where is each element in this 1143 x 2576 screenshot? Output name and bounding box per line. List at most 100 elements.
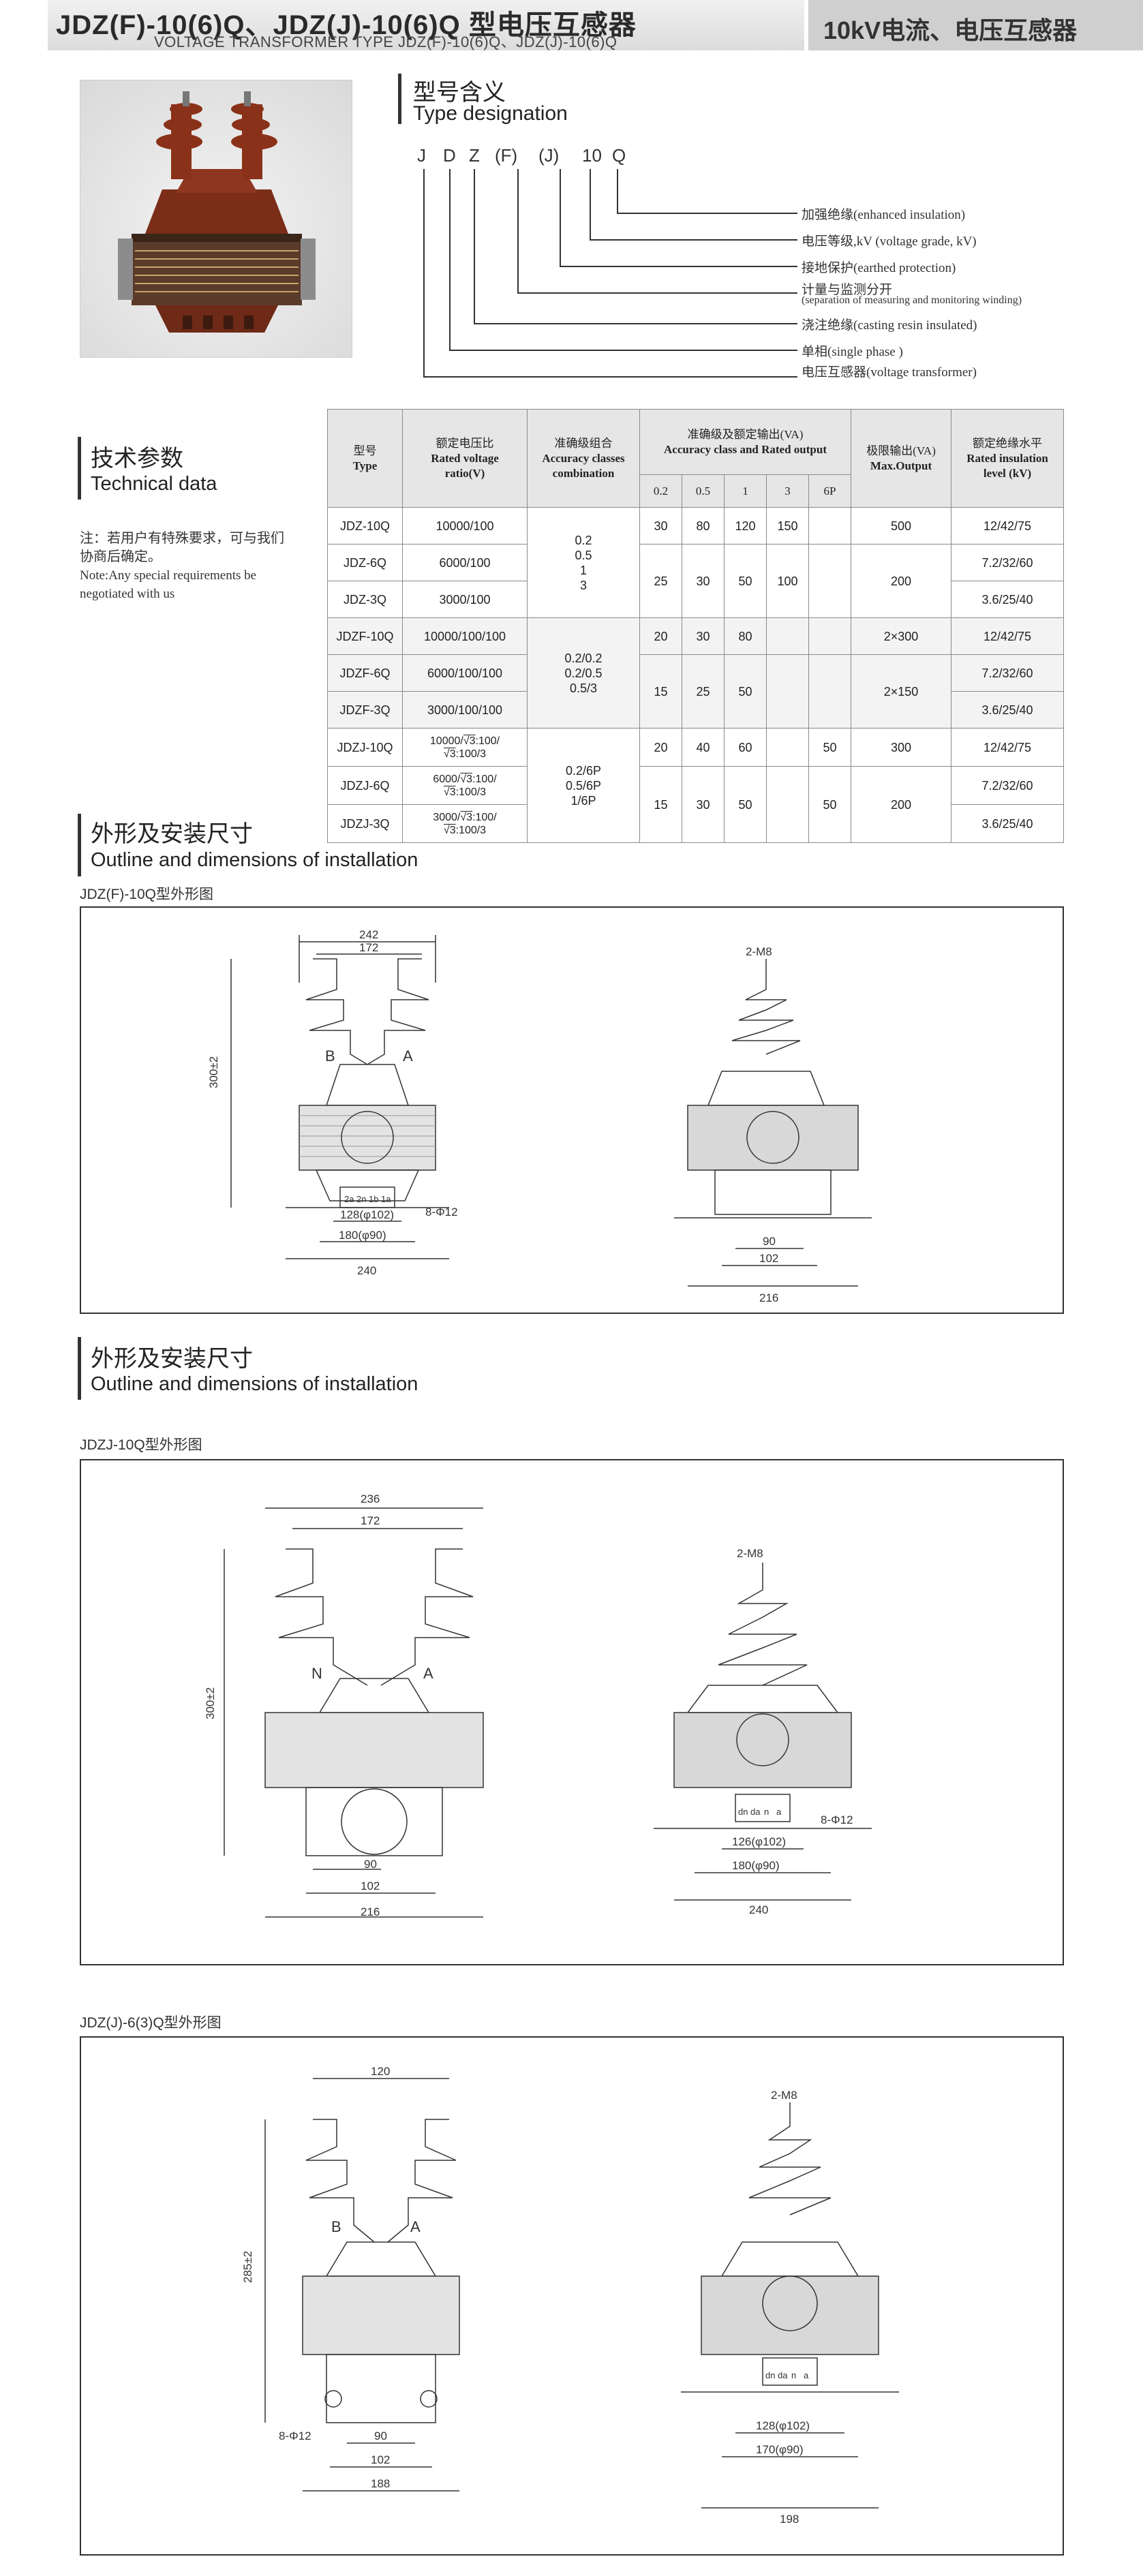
code-z: Z bbox=[469, 145, 480, 166]
svg-text:n: n bbox=[791, 2370, 796, 2380]
figure-caption-2: JDZJ-10Q型外形图 bbox=[80, 1437, 202, 1453]
svg-text:216: 216 bbox=[361, 1905, 380, 1918]
svg-text:188: 188 bbox=[371, 2477, 390, 2490]
svg-text:236: 236 bbox=[361, 1492, 380, 1505]
table-row: JDZF-3Q 3000/100/100 3.6/25/40 bbox=[327, 691, 1065, 729]
svg-text:1a: 1a bbox=[381, 1194, 391, 1204]
svg-text:300±2: 300±2 bbox=[204, 1687, 217, 1719]
svg-text:285±2: 285±2 bbox=[241, 2251, 254, 2283]
page-subtitle: VOLTAGE TRANSFORMER TYPE JDZ(F)-10(6)Q、J… bbox=[154, 33, 618, 50]
svg-text:102: 102 bbox=[371, 2453, 390, 2466]
meaning-enhanced-insulation: 加强绝缘(enhanced insulation) bbox=[802, 208, 966, 222]
meaning-single-phase: 单相(single phase ) bbox=[802, 345, 903, 359]
dim-242: 242 bbox=[359, 928, 378, 941]
drawing-frame-jdz6: 120 285±2 B A 8-Φ12 90 102 188 2-M8 dn d… bbox=[80, 2036, 1064, 2556]
outline-heading: 外形及安装尺寸 bbox=[91, 821, 253, 847]
code-q: Q bbox=[612, 145, 626, 166]
dim-240: 240 bbox=[357, 1264, 376, 1277]
section-marker bbox=[78, 1337, 81, 1400]
outline-subheading: Outline and dimensions of installation bbox=[91, 849, 418, 871]
meaning-separation: 计量与监测分开 bbox=[802, 283, 893, 297]
outline-subheading-2: Outline and dimensions of installation bbox=[91, 1373, 418, 1395]
dim-216: 216 bbox=[759, 1291, 778, 1304]
code-jj: (J) bbox=[538, 145, 560, 166]
label-b: B bbox=[325, 1047, 335, 1064]
svg-text:2-M8: 2-M8 bbox=[737, 1547, 763, 1560]
meaning-casting-resin: 浇注绝缘(casting resin insulated) bbox=[802, 318, 977, 333]
technical-heading: 技术参数 bbox=[91, 446, 183, 472]
dim-height: 300±2 bbox=[207, 1056, 220, 1088]
svg-text:n: n bbox=[764, 1807, 769, 1817]
svg-text:dn: dn bbox=[765, 2370, 775, 2380]
jdz6-outline-drawing: 120 285±2 B A 8-Φ12 90 102 188 2-M8 dn d… bbox=[241, 2065, 899, 2526]
section-marker bbox=[398, 74, 401, 124]
technical-subheading: Technical data bbox=[91, 473, 217, 495]
svg-text:2n: 2n bbox=[356, 1194, 366, 1204]
svg-text:126(φ102): 126(φ102) bbox=[732, 1835, 786, 1848]
svg-text:90: 90 bbox=[374, 2429, 387, 2442]
label-a: A bbox=[403, 1047, 413, 1064]
svg-text:2a: 2a bbox=[344, 1194, 354, 1204]
code-10: 10 bbox=[582, 145, 602, 166]
special-requirements-note: 注：若用户有特殊要求，可与我们 协商后确定。 Note:Any special … bbox=[80, 531, 284, 601]
category-banner: 10kV电流、电压互感器 bbox=[808, 0, 1143, 50]
designation-leader-lines bbox=[423, 169, 797, 378]
figure-caption: JDZ(F)-10Q型外形图 bbox=[80, 887, 213, 902]
svg-text:a: a bbox=[804, 2370, 809, 2380]
svg-text:dn: dn bbox=[738, 1807, 748, 1817]
dim-hole: 2-M8 bbox=[746, 945, 772, 958]
drawing-frame-jdzf: 242 172 300±2 B A 2a 2n 1b 1a 128(φ102) … bbox=[80, 906, 1064, 1314]
col-accuracy-output: 准确级及额定输出(VA)Accuracy class and Rated out… bbox=[639, 409, 852, 475]
svg-text:180(φ90): 180(φ90) bbox=[732, 1859, 780, 1872]
svg-text:a: a bbox=[776, 1807, 782, 1817]
meaning-voltage-grade: 电压等级,kV (voltage grade, kV) bbox=[802, 234, 977, 249]
svg-text:102: 102 bbox=[361, 1880, 380, 1892]
code-f: (F) bbox=[495, 145, 518, 166]
svg-text:1b: 1b bbox=[369, 1194, 378, 1204]
svg-text:da: da bbox=[750, 1807, 761, 1817]
code-j: J bbox=[417, 145, 426, 166]
dim-172: 172 bbox=[359, 941, 378, 954]
table-row: JDZ-3Q 3000/100 3.6/25/40 bbox=[327, 581, 1065, 618]
col-max-output: 极限输出(VA)Max.Output bbox=[851, 409, 952, 508]
svg-text:2-M8: 2-M8 bbox=[771, 2089, 797, 2102]
table-row: JDZJ-3Q 3000/√3:100/√3:100/3 3.6/25/40 bbox=[327, 804, 1065, 843]
jdzf-outline-drawing: 242 172 300±2 B A 2a 2n 1b 1a 128(φ102) … bbox=[207, 928, 872, 1304]
svg-text:198: 198 bbox=[780, 2513, 799, 2526]
transformer-illustration bbox=[118, 91, 316, 333]
section-marker bbox=[78, 814, 81, 876]
meaning-voltage-transformer: 电压互感器(voltage transformer) bbox=[802, 365, 977, 380]
svg-text:128(φ102): 128(φ102) bbox=[756, 2419, 810, 2432]
dim-bolt: 8-Φ12 bbox=[425, 1206, 458, 1218]
category-label: 10kV电流、电压互感器 bbox=[823, 16, 1078, 44]
meaning-earthed-protection: 接地保护(earthed protection) bbox=[802, 261, 956, 275]
code-d: D bbox=[443, 145, 456, 166]
svg-text:8-Φ12: 8-Φ12 bbox=[279, 2429, 311, 2442]
svg-text:da: da bbox=[778, 2370, 788, 2380]
type-designation-subheading: Type designation bbox=[413, 102, 568, 125]
dim-90: 90 bbox=[763, 1235, 776, 1248]
drawing-frame-jdzj: 236 172 300±2 N A 90 102 216 2-M8 dn da … bbox=[80, 1459, 1064, 1965]
outline-heading-2: 外形及安装尺寸 bbox=[91, 1346, 253, 1372]
svg-text:240: 240 bbox=[749, 1903, 768, 1916]
header-banner bbox=[48, 0, 804, 50]
meaning-separation-en: (separation of measuring and monitoring … bbox=[802, 294, 1022, 306]
page-title: JDZ(F)-10(6)Q、JDZ(J)-10(6)Q 型电压互感器 bbox=[56, 10, 637, 40]
table-class-row: 0.2 0.5 1 3 6P bbox=[328, 474, 1064, 508]
svg-text:N: N bbox=[311, 1665, 322, 1682]
dim-102: 102 bbox=[759, 1252, 778, 1265]
